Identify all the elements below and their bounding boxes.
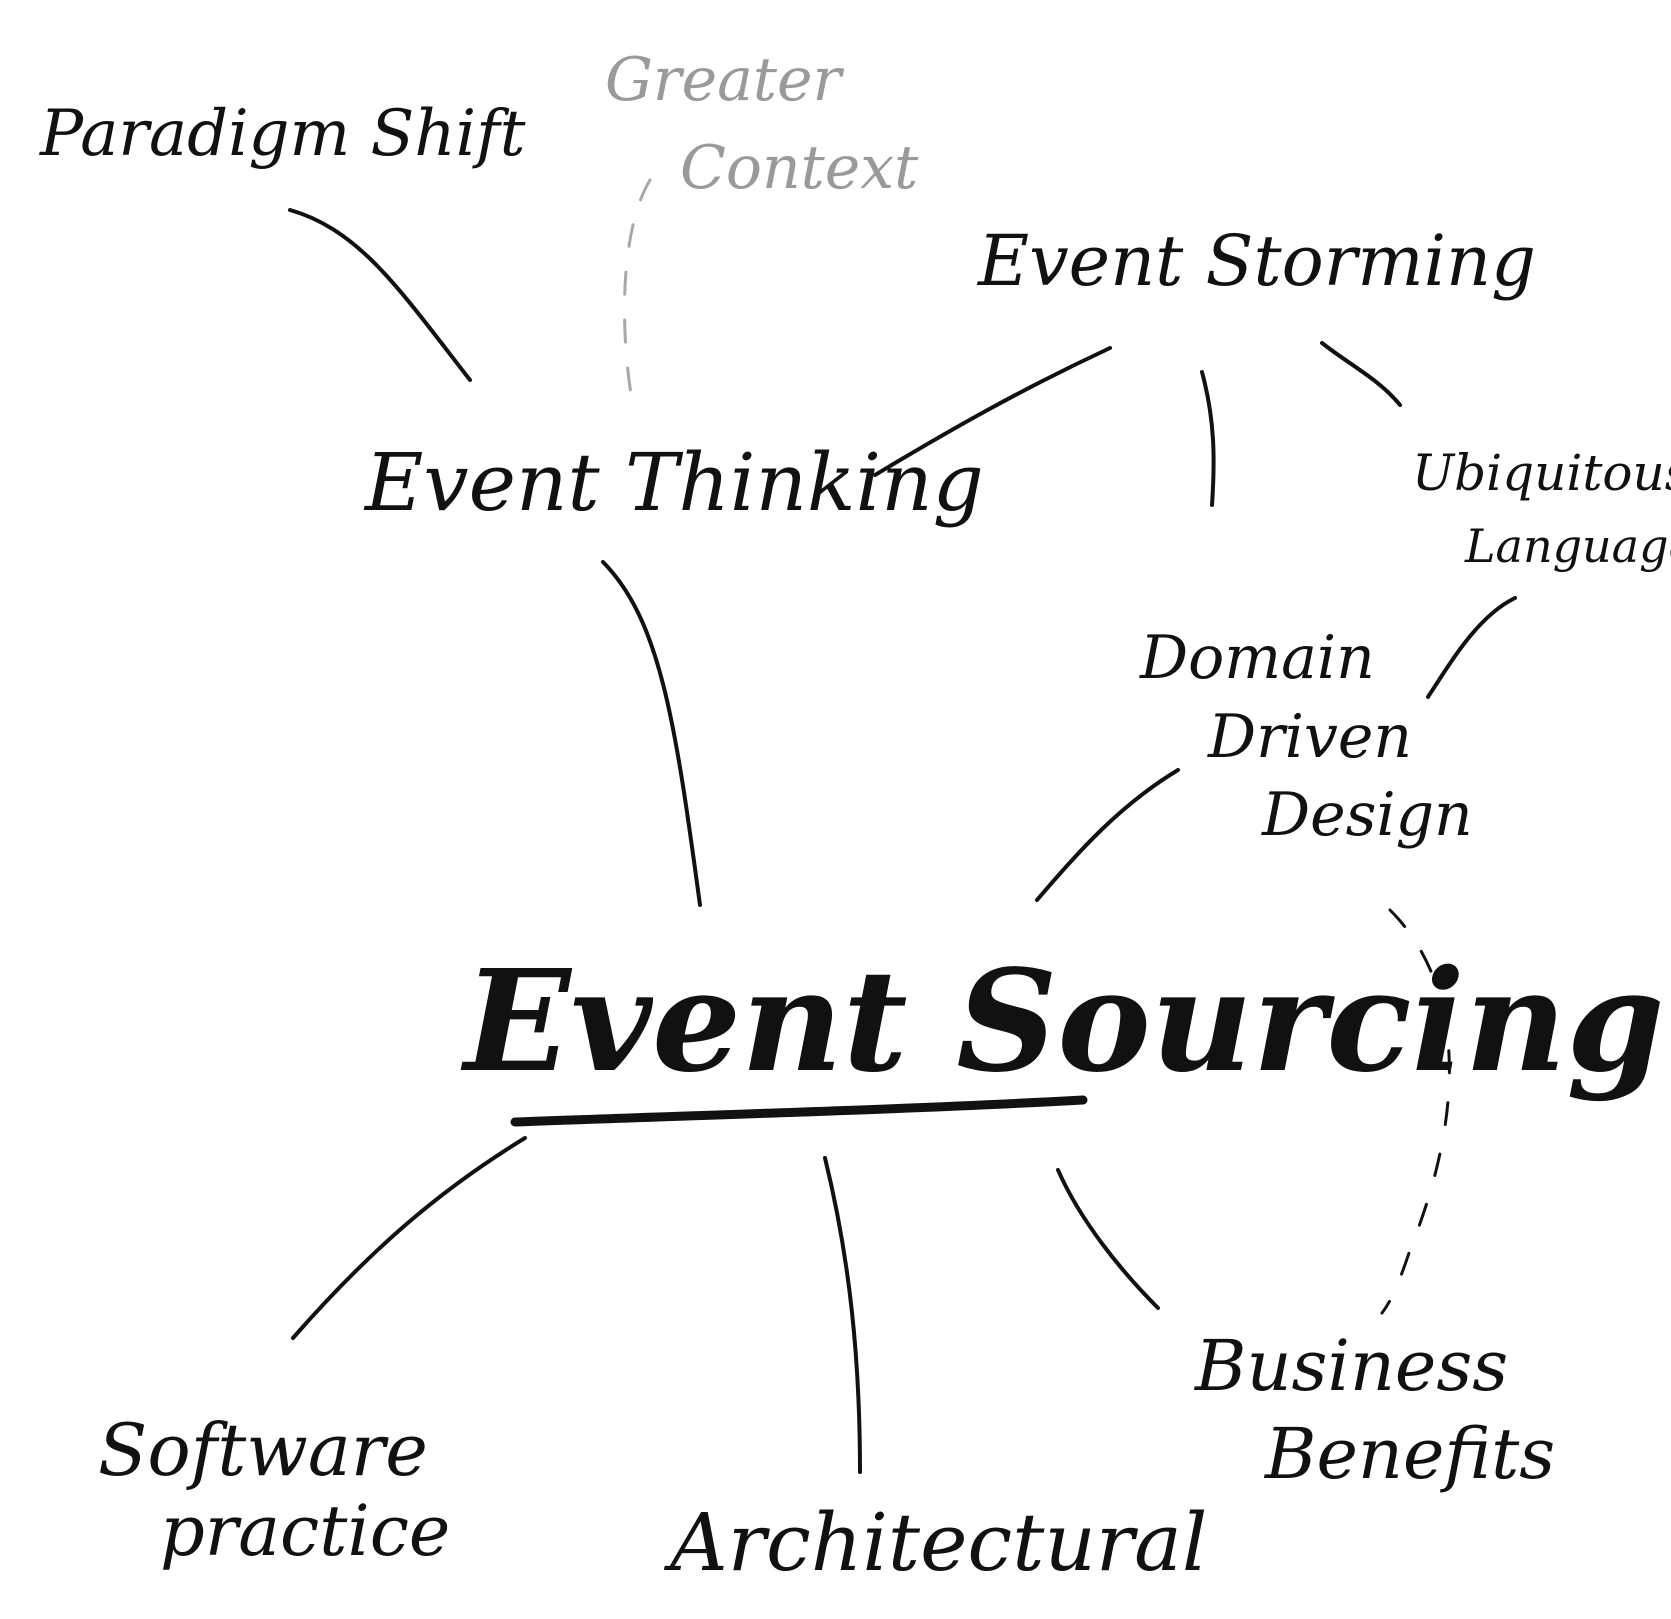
ubiquitous-language-line-2: Language bbox=[1464, 519, 1671, 573]
central-node-event-sourcing: Event Sourcing bbox=[460, 940, 1664, 1104]
node-paradigm-shift: Paradigm Shift bbox=[39, 97, 526, 171]
node-domain-driven-design: Domain Driven Design bbox=[1139, 623, 1473, 850]
edge-domain-driven-design-business-benefits bbox=[1380, 908, 1451, 1315]
ubiquitous-language-line-1: Ubiquitous bbox=[1412, 444, 1671, 502]
edge-event-sourcing-business-benefits bbox=[1056, 1168, 1160, 1310]
business-benefits-line-1: Business bbox=[1193, 1325, 1508, 1407]
edge-event-sourcing-architectural bbox=[823, 1156, 862, 1474]
business-benefits-line-2: Benefits bbox=[1263, 1413, 1555, 1495]
edge-paradigm-shift-event-thinking bbox=[288, 208, 472, 382]
edge-event-storming-domain-driven-design bbox=[1200, 370, 1216, 507]
node-ubiquitous-language: Ubiquitous Language bbox=[1412, 444, 1671, 573]
edge-event-sourcing-software-practice bbox=[291, 1136, 527, 1340]
software-practice-line-2: practice bbox=[160, 1490, 450, 1572]
node-software-practice: Software practice bbox=[98, 1408, 450, 1572]
edge-event-storming-event-thinking bbox=[873, 346, 1112, 477]
edge-greater-context-event-thinking bbox=[623, 178, 652, 402]
edge-ubiquitous-language-domain-driven-design bbox=[1426, 596, 1517, 699]
node-greater-context: Greater Context bbox=[605, 45, 919, 203]
node-event-storming: Event Storming bbox=[976, 220, 1536, 302]
edge-event-thinking-event-sourcing bbox=[601, 560, 702, 907]
domain-driven-design-line-2: Driven bbox=[1207, 702, 1412, 772]
domain-driven-design-line-3: Design bbox=[1261, 780, 1473, 850]
central-underline bbox=[510, 1095, 1088, 1127]
domain-driven-design-line-1: Domain bbox=[1139, 623, 1375, 693]
edge-event-storming-ubiquitous-language bbox=[1320, 341, 1402, 407]
node-architectural: Architectural bbox=[663, 1496, 1207, 1589]
node-event-thinking: Event Thinking bbox=[363, 436, 984, 529]
greater-context-line-2: Context bbox=[680, 133, 919, 203]
software-practice-line-1: Software bbox=[98, 1408, 428, 1492]
greater-context-line-1: Greater bbox=[605, 45, 845, 115]
node-business-benefits: Business Benefits bbox=[1193, 1325, 1555, 1495]
edge-domain-driven-design-event-sourcing bbox=[1035, 768, 1180, 902]
